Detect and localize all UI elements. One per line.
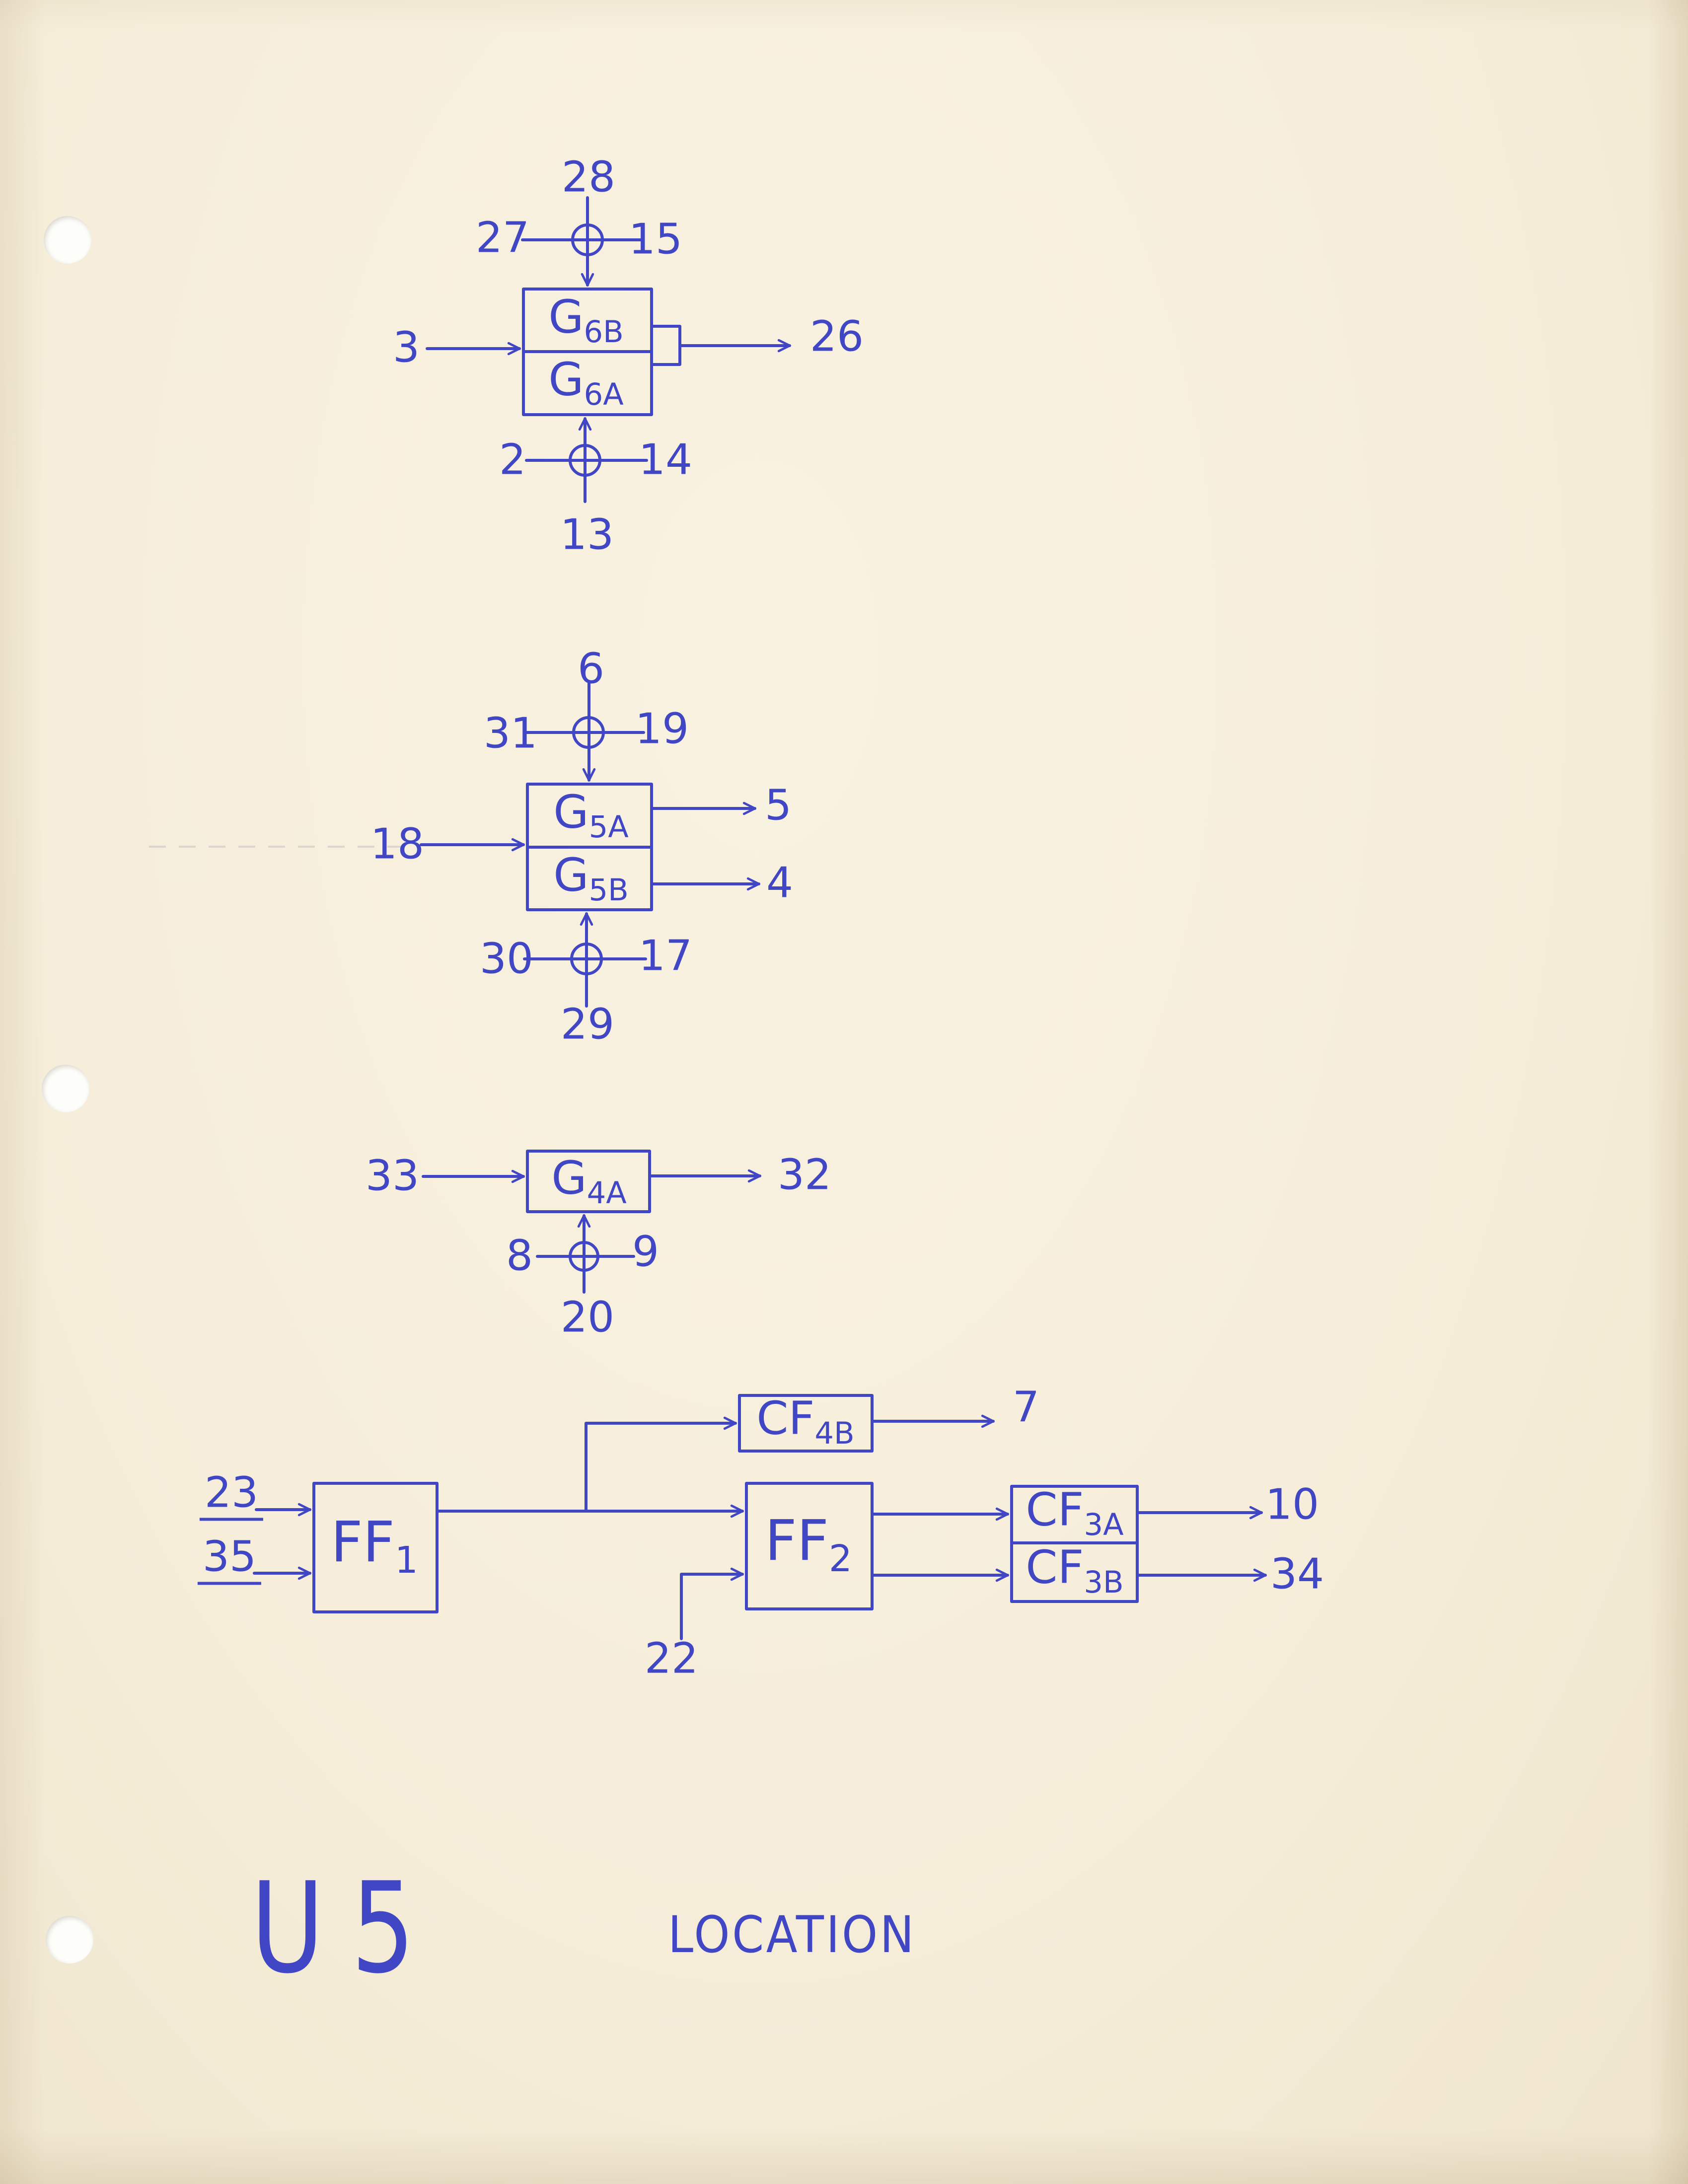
g4-pin-9: 9	[632, 1227, 660, 1277]
cf3b-pin-34: 34	[1270, 1549, 1324, 1599]
punch-hole-bottom	[46, 1916, 93, 1964]
flipflop-group	[253, 1394, 1267, 1640]
ff2-pin-22: 22	[644, 1634, 699, 1683]
g6-pin-28: 28	[561, 152, 616, 202]
g5-pin-17: 17	[638, 931, 693, 981]
ff2-box	[745, 1482, 874, 1610]
ff1-box	[312, 1482, 439, 1613]
g5-pin-4: 4	[766, 858, 794, 908]
g4-pin-20: 20	[560, 1293, 615, 1342]
cf4b-pin-7: 7	[1012, 1383, 1040, 1432]
ff1-pin-35: 35	[197, 1536, 262, 1585]
g6a-main: G	[548, 353, 584, 406]
cf4b-box	[738, 1394, 874, 1453]
g4-gate-group	[422, 1150, 761, 1294]
ff1-pin-23: 23	[199, 1472, 264, 1521]
punch-hole-middle	[42, 1065, 89, 1112]
g5-pin-19: 19	[635, 704, 689, 754]
g5b-main: G	[553, 848, 589, 902]
g5-pin-18: 18	[370, 819, 425, 869]
g6a-sub: 6A	[584, 377, 624, 412]
g4-box	[526, 1150, 651, 1213]
g6-gate-group	[426, 196, 791, 503]
g5-pin-6: 6	[577, 644, 605, 694]
ff1-label: FF1	[331, 1515, 418, 1579]
g5-pin-31: 31	[483, 709, 538, 758]
cf3a-main: CF	[1026, 1483, 1084, 1536]
g6-pin-26: 26	[809, 312, 864, 362]
cf3a-sub: 3A	[1084, 1507, 1124, 1542]
g6-pin-2: 2	[499, 435, 526, 485]
g5-pin-29: 29	[560, 1000, 615, 1049]
cf3b-label: CF3B	[1026, 1544, 1123, 1598]
g4-pin-32: 32	[777, 1150, 832, 1200]
g6-pin-15: 15	[628, 215, 683, 264]
g4a-main: G	[551, 1151, 587, 1205]
ff1-sub: 1	[394, 1539, 418, 1582]
ff2-label: FF2	[765, 1513, 852, 1578]
cf3b-sub: 3B	[1084, 1565, 1124, 1600]
punch-hole-top	[44, 216, 91, 264]
g6-pin-13: 13	[560, 510, 614, 560]
g6a-label: G6A	[548, 357, 623, 410]
g5b-sub: 5B	[588, 873, 629, 908]
g5b-label: G5B	[553, 852, 629, 905]
cf3a-label: CF3A	[1026, 1487, 1123, 1540]
g4-pin-8: 8	[506, 1231, 533, 1281]
g6b-label: G6B	[548, 294, 624, 347]
g5-pin-30: 30	[479, 934, 534, 984]
unit-designator: U 5	[251, 1856, 415, 2001]
g6b-sub: 6B	[584, 314, 624, 350]
g4a-label: G4A	[551, 1155, 626, 1208]
cf4b-main: CF	[756, 1391, 815, 1445]
cf4b-label: CF4B	[756, 1395, 854, 1449]
g6-pin-27: 27	[475, 213, 530, 263]
ff2-main: FF	[765, 1508, 829, 1573]
g6-pin-3: 3	[392, 323, 420, 372]
g5-pin-5: 5	[764, 781, 792, 830]
g5a-sub: 5A	[588, 809, 629, 845]
g4a-sub: 4A	[587, 1175, 627, 1211]
wire-branch-to-cf4b	[585, 1416, 737, 1513]
cf3b-main: CF	[1026, 1540, 1084, 1594]
cf3a-pin-10: 10	[1265, 1480, 1320, 1529]
ff2-sub: 2	[828, 1537, 852, 1581]
g6-pin-14: 14	[638, 435, 693, 485]
g6-output-tab	[650, 325, 681, 366]
location-label: LOCATION	[668, 1905, 916, 1965]
cf3b-box	[1010, 1541, 1139, 1603]
g5a-main: G	[553, 785, 589, 839]
ff2-wire-22-in	[680, 1567, 744, 1640]
cf4b-sub: 4B	[814, 1416, 855, 1451]
ff1-main: FF	[331, 1510, 395, 1575]
g5a-label: G5A	[553, 789, 628, 842]
g4-pin-33: 33	[365, 1151, 420, 1201]
g6b-main: G	[548, 290, 584, 344]
g5-gate-group	[420, 682, 760, 1008]
